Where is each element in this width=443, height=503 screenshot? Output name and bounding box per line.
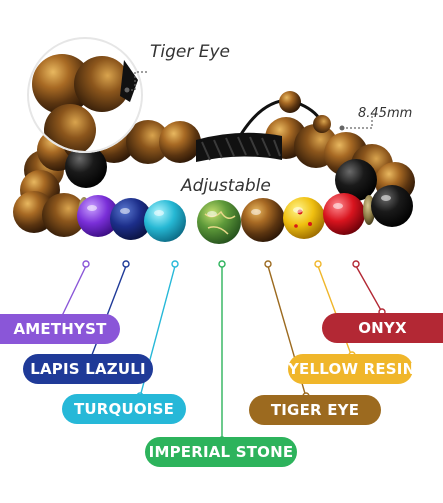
top-callouts (127, 71, 373, 129)
bead-size-annotation: 8.45mm (358, 106, 413, 121)
magnifier (27, 37, 143, 153)
label-turquoise: TURQUOISE (62, 394, 186, 424)
front-beads (13, 185, 413, 244)
label-onyx: ONYX (322, 313, 443, 343)
label-lapis-lazuli: LAPIS LAZULI (23, 354, 153, 384)
label-imperial-stone: IMPERIAL STONE (145, 437, 297, 467)
label-tiger-eye: TIGER EYE (249, 395, 381, 425)
braided-knot (196, 91, 331, 162)
label-amethyst: AMETHYST (0, 314, 120, 344)
adjustable-annotation: Adjustable (181, 176, 271, 196)
tiger-eye-annotation: Tiger Eye (150, 42, 231, 62)
label-yellow-resin: YELLOW RESIN (288, 354, 415, 384)
